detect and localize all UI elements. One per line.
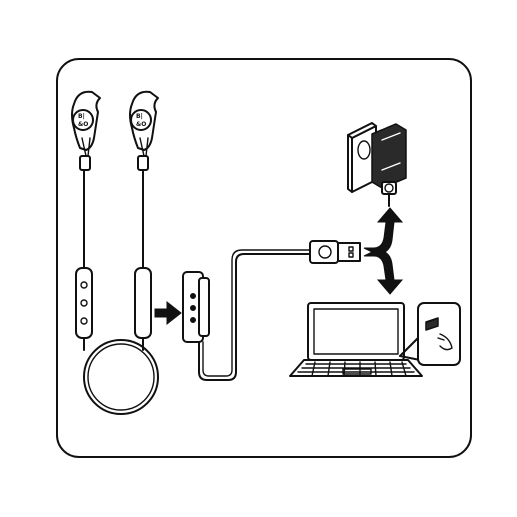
left-inline-remote (76, 268, 92, 338)
arrow-right-icon (155, 302, 181, 324)
right-logo-text-1: B| (136, 113, 143, 120)
earphones-icon: B| &O B| &O (72, 92, 158, 414)
rounded-frame (57, 59, 471, 457)
left-earbud: B| &O (72, 92, 100, 170)
remote-control-icon (183, 272, 209, 342)
split-arrow-icon (364, 208, 402, 294)
cable-loop (84, 340, 158, 414)
laptop-icon (290, 303, 422, 376)
right-earbud: B| &O (130, 92, 158, 170)
left-logo-text-1: B| (78, 113, 85, 120)
wall-charger-icon (348, 123, 406, 206)
left-logo-text-2: &O (78, 121, 88, 128)
right-inline-housing (135, 268, 151, 338)
usb-port-zoom-icon (400, 303, 460, 365)
right-logo-text-2: &O (136, 121, 146, 128)
